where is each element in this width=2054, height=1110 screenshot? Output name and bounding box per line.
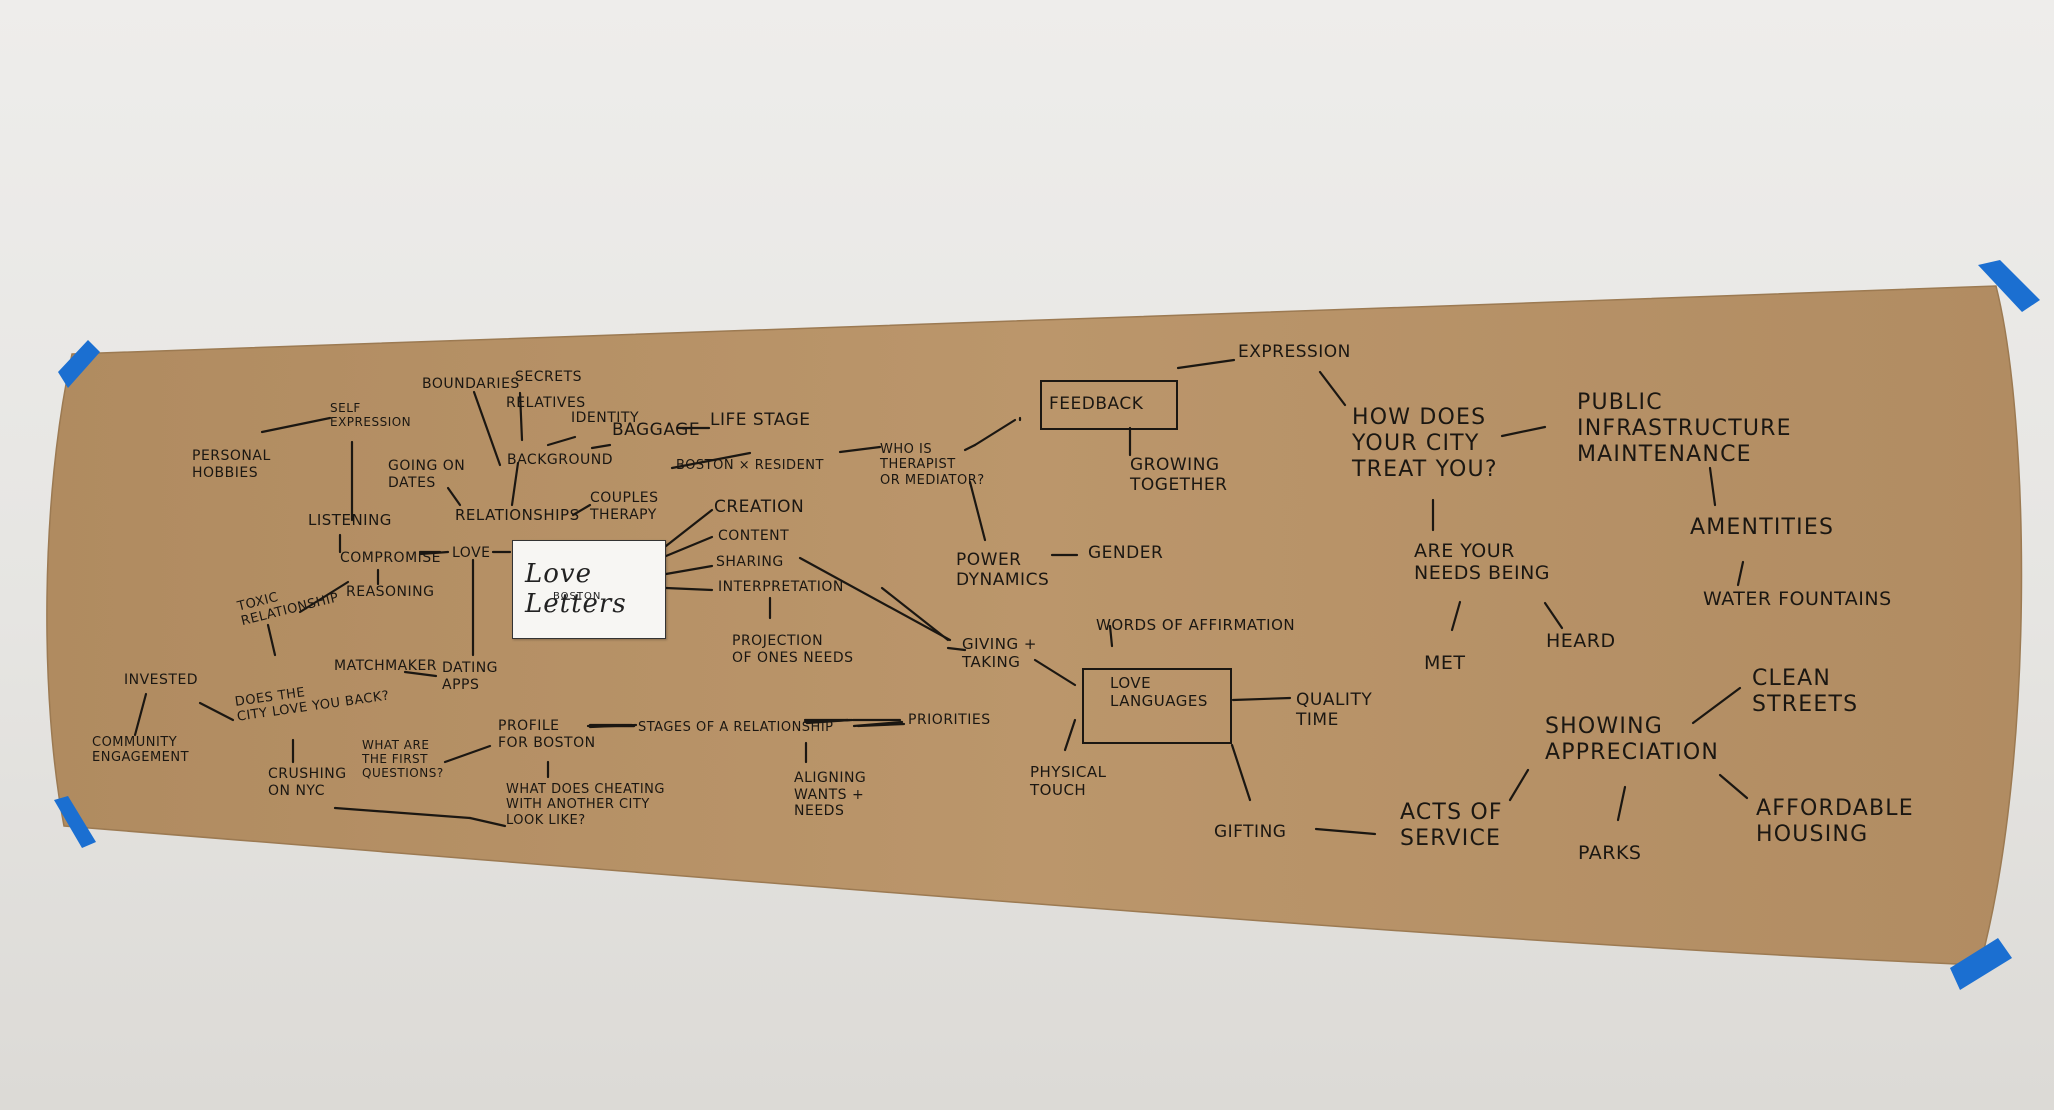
node-words-of-affirmation: WORDS OF AFFIRMATION xyxy=(1096,616,1296,634)
logo-subtitle: BOSTON xyxy=(553,591,602,602)
node-what-are-first-questions: WHAT ARE THE FIRST QUESTIONS? xyxy=(362,738,444,781)
love-languages-box xyxy=(1082,668,1232,744)
node-power-dynamics: POWER DYNAMICS xyxy=(956,550,1050,591)
node-sharing: SHARING xyxy=(716,554,784,570)
node-parks: PARKS xyxy=(1578,842,1642,864)
logo-title: Love Letters xyxy=(525,559,627,619)
node-quality-time: QUALITY TIME xyxy=(1296,690,1373,731)
node-showing-appreciation: SHOWING APPRECIATION xyxy=(1545,714,1720,765)
node-self-expression: SELF EXPRESSION xyxy=(330,401,412,430)
node-going-on-dates: GOING ON DATES xyxy=(388,458,466,491)
node-matchmaker: MATCHMAKER xyxy=(334,658,438,674)
node-listening: LISTENING xyxy=(308,511,392,529)
node-love-languages: LOVE LANGUAGES xyxy=(1110,674,1208,710)
tape-top-right xyxy=(1978,260,2040,312)
node-met: MET xyxy=(1424,652,1466,674)
node-giving-taking: GIVING + TAKING xyxy=(962,635,1037,671)
node-invested: INVESTED xyxy=(124,672,199,688)
node-physical-touch: PHYSICAL TOUCH xyxy=(1030,763,1107,799)
node-interpretation: INTERPRETATION xyxy=(718,579,844,595)
node-expression: EXPRESSION xyxy=(1238,342,1351,362)
feedback-box xyxy=(1040,380,1178,430)
node-boston-resident: BOSTON × RESIDENT xyxy=(676,458,824,473)
node-relationships: RELATIONSHIPS xyxy=(455,506,580,524)
node-crushing-on-nyc: CRUSHING ON NYC xyxy=(268,766,347,799)
node-projection: PROJECTION OF ONES NEEDS xyxy=(732,633,854,666)
node-personal-hobbies: PERSONAL HOBBIES xyxy=(192,448,271,481)
node-relatives: RELATIVES xyxy=(506,395,586,411)
node-couples-therapy: COUPLES THERAPY xyxy=(590,490,659,523)
node-creation: CREATION xyxy=(714,497,805,517)
node-heard: HEARD xyxy=(1546,630,1616,652)
node-gifting: GIFTING xyxy=(1214,822,1287,842)
node-priorities: PRIORITIES xyxy=(908,712,991,728)
tape-top-left xyxy=(58,340,100,388)
love-letters-logo-card: Love Letters BOSTON xyxy=(512,540,666,639)
node-baggage: BAGGAGE xyxy=(612,420,701,440)
node-feedback: FEEDBACK xyxy=(1049,394,1144,414)
tape-bottom-left xyxy=(54,796,96,848)
node-how-does-city-treat-you: HOW DOES YOUR CITY TREAT YOU? xyxy=(1352,405,1498,482)
node-compromise: COMPROMISE xyxy=(340,550,442,566)
node-profile-for-boston: PROFILE FOR BOSTON xyxy=(498,718,596,751)
node-stages-of-relationship: STAGES OF A RELATIONSHIP xyxy=(638,720,834,735)
node-love: LOVE xyxy=(452,545,491,561)
node-amentities: AMENTITIES xyxy=(1690,515,1835,540)
node-clean-streets: CLEAN STREETS xyxy=(1752,666,1859,717)
node-life-stage: LIFE STAGE xyxy=(710,410,811,430)
connector-lines xyxy=(133,358,1749,836)
node-content: CONTENT xyxy=(718,528,790,544)
node-are-your-needs-being: ARE YOUR NEEDS BEING xyxy=(1414,540,1551,585)
node-background: BACKGROUND xyxy=(507,452,613,468)
node-who-is-therapist: WHO IS THERAPIST OR MEDIATOR? xyxy=(880,442,985,488)
node-reasoning: REASONING xyxy=(346,584,435,600)
node-cheating-city: WHAT DOES CHEATING WITH ANOTHER CITY LOO… xyxy=(506,782,665,828)
node-acts-of-service: ACTS OF SERVICE xyxy=(1400,800,1503,851)
node-gender: GENDER xyxy=(1088,543,1164,563)
node-community-engagement: COMMUNITY ENGAGEMENT xyxy=(92,735,190,766)
node-identity: IDENTITY xyxy=(571,410,640,426)
node-secrets: SECRETS xyxy=(515,369,583,385)
node-dating-apps: DATING APPS xyxy=(442,660,499,693)
tape-bottom-right xyxy=(1950,938,2012,990)
tape-pieces xyxy=(54,260,2040,990)
node-public-infrastructure: PUBLIC INFRASTRUCTURE MAINTENANCE xyxy=(1577,390,1792,467)
node-aligning-wants-needs: ALIGNING WANTS + NEEDS xyxy=(794,770,867,820)
node-growing-together: GROWING TOGETHER xyxy=(1130,455,1228,496)
node-affordable-housing: AFFORDABLE HOUSING xyxy=(1756,796,1914,847)
node-boundaries: BOUNDARIES xyxy=(422,376,520,392)
paper-shape xyxy=(46,285,2023,966)
node-water-fountains: WATER FOUNTAINS xyxy=(1703,588,1892,610)
